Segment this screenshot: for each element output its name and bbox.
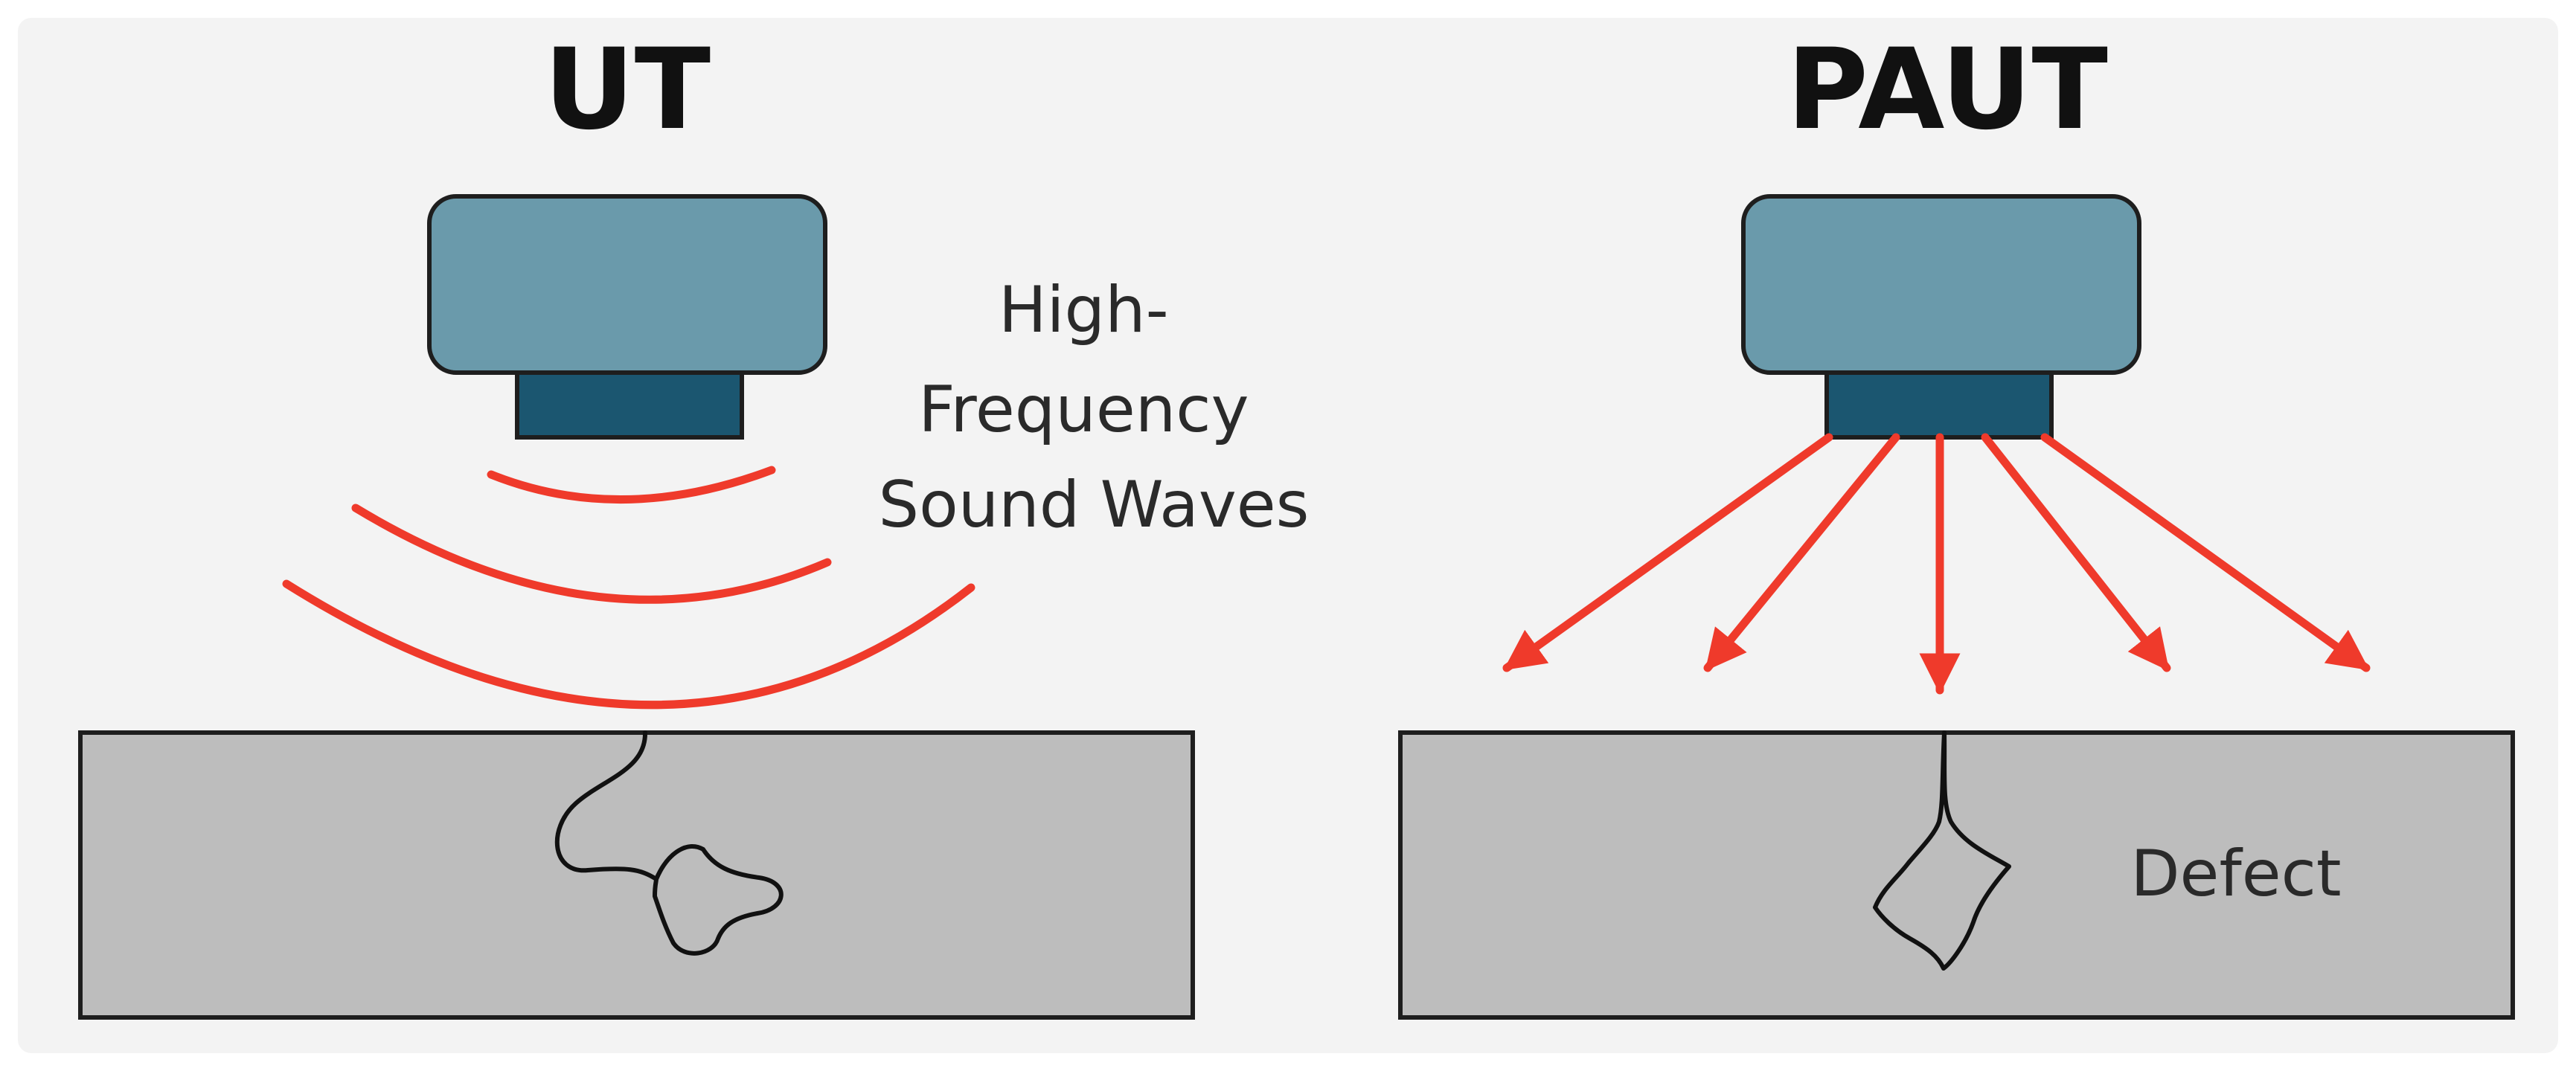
probe-element	[515, 370, 744, 440]
beam-arrow-4	[1981, 433, 2171, 672]
defect-label: Defect	[2130, 837, 2341, 911]
paut-defect-crack	[1873, 730, 2011, 971]
ultrasonic-probe-icon	[427, 194, 827, 440]
sound-waves-caption: High- Frequency Sound Waves	[879, 273, 1310, 542]
probe-housing	[427, 194, 827, 375]
ut-test-block	[78, 730, 1195, 1020]
sound-wave-arc-3	[282, 579, 975, 710]
ut-defect-crack	[554, 730, 784, 956]
ut-panel: UT High- Frequency Sound Waves	[78, 25, 1310, 1020]
paut-test-block	[1398, 730, 2515, 1020]
probe-housing	[1741, 194, 2141, 375]
paut-panel: PAUT Defect	[1398, 25, 2515, 1020]
ut-title: UT	[544, 25, 711, 155]
probe-element	[1824, 370, 2054, 440]
sound-waves-icon	[282, 466, 975, 710]
beam-arrows	[1502, 433, 2371, 695]
caption-line-2: Frequency	[918, 373, 1249, 447]
sound-wave-arc-1	[487, 466, 776, 504]
beam-arrow-1	[1502, 433, 1833, 672]
caption-line-3: Sound Waves	[879, 468, 1310, 542]
beam-arrow-2	[1703, 433, 1900, 672]
caption-line-1: High-	[999, 273, 1169, 347]
phased-array-probe-icon	[1741, 194, 2141, 440]
paut-title: PAUT	[1787, 25, 2108, 155]
beam-arrow-5	[2040, 433, 2371, 672]
sound-wave-arc-2	[351, 504, 832, 604]
